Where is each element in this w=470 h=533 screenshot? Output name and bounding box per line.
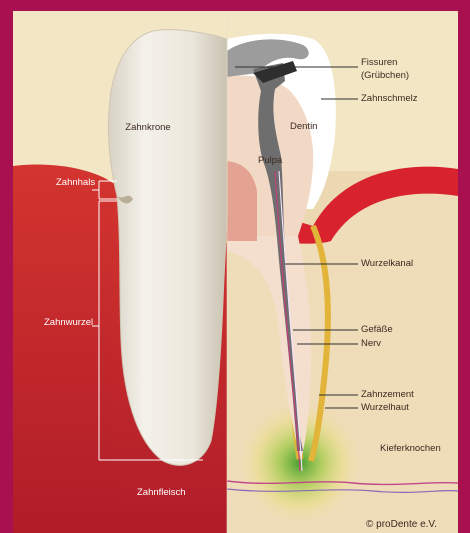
label-wurzelhaut: Wurzelhaut [361, 402, 409, 413]
tooth-illustration [13, 11, 458, 533]
label-zahnwurzel: Zahnwurzel [44, 317, 93, 328]
label-kieferknochen: Kieferknochen [380, 443, 441, 454]
label-wurzelkanal: Wurzelkanal [361, 258, 413, 269]
label-gruebchen: (Grübchen) [361, 70, 409, 81]
gum-left [13, 165, 113, 533]
label-zahnschmelz: Zahnschmelz [361, 93, 418, 104]
label-zahnfleisch: Zahnfleisch [137, 487, 186, 498]
label-zahnhals: Zahnhals [56, 177, 95, 188]
label-dentin: Dentin [290, 121, 317, 132]
label-zahnzement: Zahnzement [361, 389, 414, 400]
tooth-diagram: Zahnkrone Zahnhals Zahnwurzel Zahnfleisc… [13, 11, 458, 533]
label-pulpa: Pulpa [258, 155, 282, 166]
label-fissuren: Fissuren [361, 57, 397, 68]
label-zahnkrone: Zahnkrone [125, 122, 170, 133]
label-nerv: Nerv [361, 338, 381, 349]
copyright-notice: © proDente e.V. [366, 519, 437, 530]
label-gefaesse: Gefäße [361, 324, 393, 335]
